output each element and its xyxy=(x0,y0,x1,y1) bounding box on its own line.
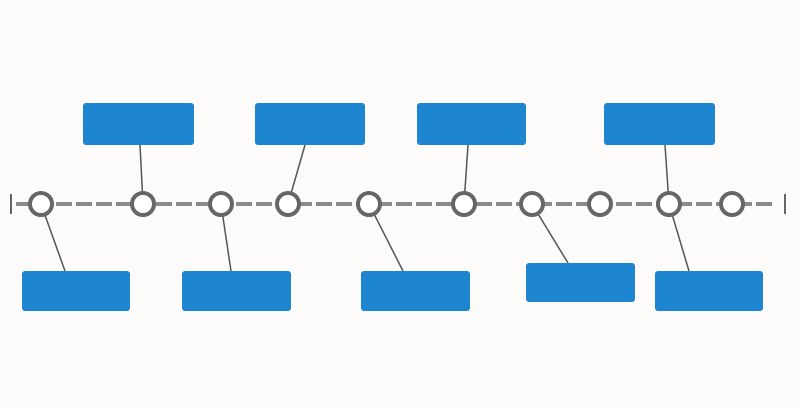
label-box xyxy=(604,103,715,145)
milestone-node xyxy=(719,191,745,217)
milestone-node xyxy=(275,191,301,217)
milestone-node xyxy=(356,191,382,217)
label-box xyxy=(255,103,365,145)
milestone-node xyxy=(656,191,682,217)
milestones xyxy=(28,191,745,217)
label-box xyxy=(417,103,526,145)
label-box xyxy=(361,271,470,311)
milestone-node xyxy=(451,191,477,217)
milestone-node xyxy=(587,191,613,217)
milestone-node xyxy=(519,191,545,217)
milestone-node xyxy=(28,191,54,217)
label-box xyxy=(526,263,635,302)
label-box xyxy=(83,103,194,145)
milestone-node xyxy=(208,191,234,217)
label-box xyxy=(182,271,291,311)
label-box xyxy=(22,271,130,311)
label-boxes xyxy=(22,103,763,311)
milestone-node xyxy=(130,191,156,217)
label-box xyxy=(655,271,763,311)
